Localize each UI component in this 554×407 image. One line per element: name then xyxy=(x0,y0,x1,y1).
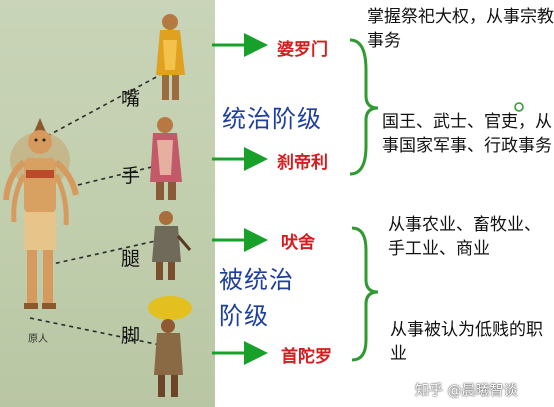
description-vaishya: 从事农业、畜牧业、手工业、商业 xyxy=(388,215,541,259)
label-foot: 脚 xyxy=(121,325,141,347)
dashed-connectors xyxy=(29,74,161,346)
label-primordial-being: 原人 xyxy=(28,334,48,345)
class-ruled-line2: 阶级 xyxy=(219,302,269,330)
kshatriya-figure xyxy=(150,117,182,200)
connector-foot xyxy=(29,317,161,346)
connector-mouth xyxy=(39,74,161,141)
shudra-figure xyxy=(148,296,192,397)
label-hand: 手 xyxy=(121,165,141,187)
description-kshatriya: 国王、武士、官吏，从事国家军事、行政事务 xyxy=(382,112,552,156)
caste-vaishya: 吠舍 xyxy=(281,233,315,253)
caste-kshatriya: 刹帝利 xyxy=(277,153,328,173)
label-leg: 腿 xyxy=(121,248,141,270)
description-brahmin: 掌握祭祀大权，从事宗教事务 xyxy=(367,7,554,51)
primordial-being-figure xyxy=(3,118,79,309)
brace-ruling xyxy=(349,38,379,176)
vaishya-figure xyxy=(152,211,192,280)
connector-hand xyxy=(77,164,161,186)
class-ruled-line1: 被统治 xyxy=(219,266,294,294)
caste-shudra: 首陀罗 xyxy=(281,347,332,367)
watermark-text: 知乎 @晨曦智谈 xyxy=(415,383,518,399)
brahmin-figure xyxy=(156,14,185,100)
caste-illustration xyxy=(0,0,215,407)
brace-ruled xyxy=(351,226,379,362)
caste-brahmin: 婆罗门 xyxy=(277,40,328,60)
label-mouth: 嘴 xyxy=(121,88,141,110)
description-shudra: 从事被认为低贱的职业 xyxy=(390,320,543,364)
connector-leg xyxy=(47,239,161,266)
class-ruling: 统治阶级 xyxy=(222,105,322,133)
marker-circle xyxy=(514,102,524,112)
